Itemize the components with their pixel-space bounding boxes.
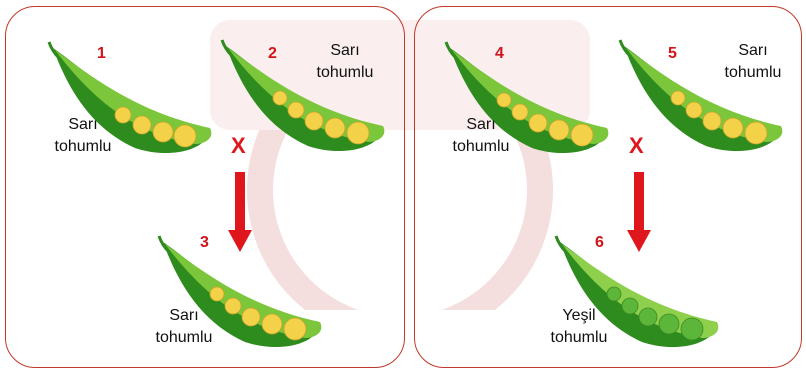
- pod-label-2: Sarı tohumlu: [300, 40, 390, 84]
- pod-label-6: Yeşil tohumlu: [534, 305, 624, 349]
- pod-label-6-line1: Yeşil: [534, 305, 624, 327]
- pod-label-4: Sarı tohumlu: [436, 114, 526, 158]
- pod-label-2-line2: tohumlu: [300, 62, 390, 84]
- pod-label-1-line2: tohumlu: [38, 136, 128, 158]
- pod-label-5-line1: Sarı: [708, 40, 798, 62]
- pod-label-1-line1: Sarı: [38, 114, 128, 136]
- pod-label-4-line1: Sarı: [436, 114, 526, 136]
- pod-number-4: 4: [495, 45, 504, 63]
- pod-label-6-line2: tohumlu: [534, 327, 624, 349]
- pod-number-3: 3: [200, 234, 209, 252]
- pod-number-2: 2: [268, 45, 277, 63]
- pod-label-1: Sarı tohumlu: [38, 114, 128, 158]
- pod-label-3-line1: Sarı: [139, 305, 229, 327]
- pod-label-4-line2: tohumlu: [436, 136, 526, 158]
- cross-symbol-left: X: [231, 133, 246, 159]
- pod-label-2-line1: Sarı: [300, 40, 390, 62]
- pod-label-3-line2: tohumlu: [139, 327, 229, 349]
- pod-number-1: 1: [97, 45, 106, 63]
- pod-label-5-line2: tohumlu: [708, 62, 798, 84]
- pod-number-6: 6: [595, 234, 604, 252]
- pod-label-3: Sarı tohumlu: [139, 305, 229, 349]
- pod-label-5: Sarı tohumlu: [708, 40, 798, 84]
- cross-symbol-right: X: [629, 133, 644, 159]
- pod-number-5: 5: [668, 45, 677, 63]
